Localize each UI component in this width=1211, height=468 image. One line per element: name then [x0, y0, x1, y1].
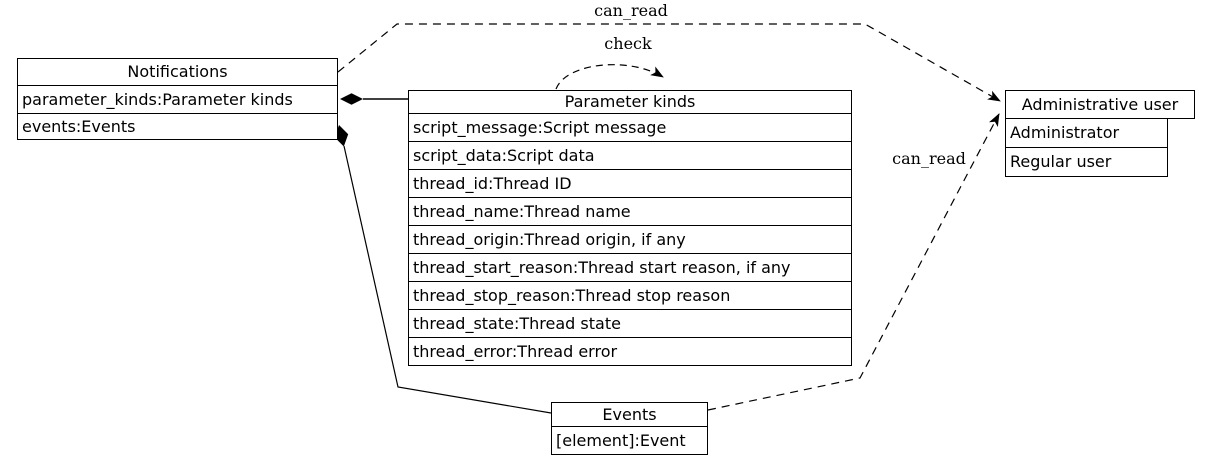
node-parameter-kinds-row-script-data: script_data:Script data: [408, 141, 852, 170]
node-administrative-user: Administrative user Administrator Regula…: [1005, 90, 1195, 177]
edge-can-read-bottom: [707, 113, 1000, 411]
node-parameter-kinds-row-thread-start-reason: thread_start_reason:Thread start reason,…: [408, 253, 852, 282]
node-parameter-kinds-row-thread-name: thread_name:Thread name: [408, 197, 852, 226]
edge-label-can-read-bottom: can_read: [892, 149, 966, 168]
edge-check-self-loop: [555, 64, 664, 90]
node-administrative-user-row-regular-user: Regular user: [1005, 147, 1168, 177]
node-events-title: Events: [551, 402, 708, 427]
node-parameter-kinds-row-thread-stop-reason: thread_stop_reason:Thread stop reason: [408, 281, 852, 310]
node-events-row-element: [element]:Event: [551, 426, 708, 455]
node-notifications: Notifications parameter_kinds:Parameter …: [17, 58, 338, 140]
node-parameter-kinds: Parameter kinds script_message:Script me…: [408, 90, 852, 366]
node-parameter-kinds-row-thread-id: thread_id:Thread ID: [408, 169, 852, 198]
node-parameter-kinds-row-thread-state: thread_state:Thread state: [408, 309, 852, 338]
edge-label-can-read-top: can_read: [594, 1, 668, 20]
node-administrative-user-row-administrator: Administrator: [1005, 118, 1168, 148]
node-parameter-kinds-row-thread-origin: thread_origin:Thread origin, if any: [408, 225, 852, 254]
composition-diamond-events: [334, 125, 349, 147]
node-parameter-kinds-row-thread-error: thread_error:Thread error: [408, 337, 852, 366]
node-parameter-kinds-title: Parameter kinds: [408, 90, 852, 114]
node-events: Events [element]:Event: [551, 402, 708, 455]
composition-diamond-parameter-kinds: [340, 93, 363, 105]
edge-can-read-top: [337, 23, 1001, 102]
node-parameter-kinds-row-script-message: script_message:Script message: [408, 113, 852, 142]
edge-notifications-events: [343, 145, 552, 414]
node-administrative-user-title: Administrative user: [1005, 90, 1195, 119]
edge-label-check: check: [604, 34, 652, 53]
node-notifications-row-parameter-kinds: parameter_kinds:Parameter kinds: [17, 85, 338, 114]
node-notifications-title: Notifications: [17, 58, 338, 86]
node-notifications-row-events: events:Events: [17, 113, 338, 140]
